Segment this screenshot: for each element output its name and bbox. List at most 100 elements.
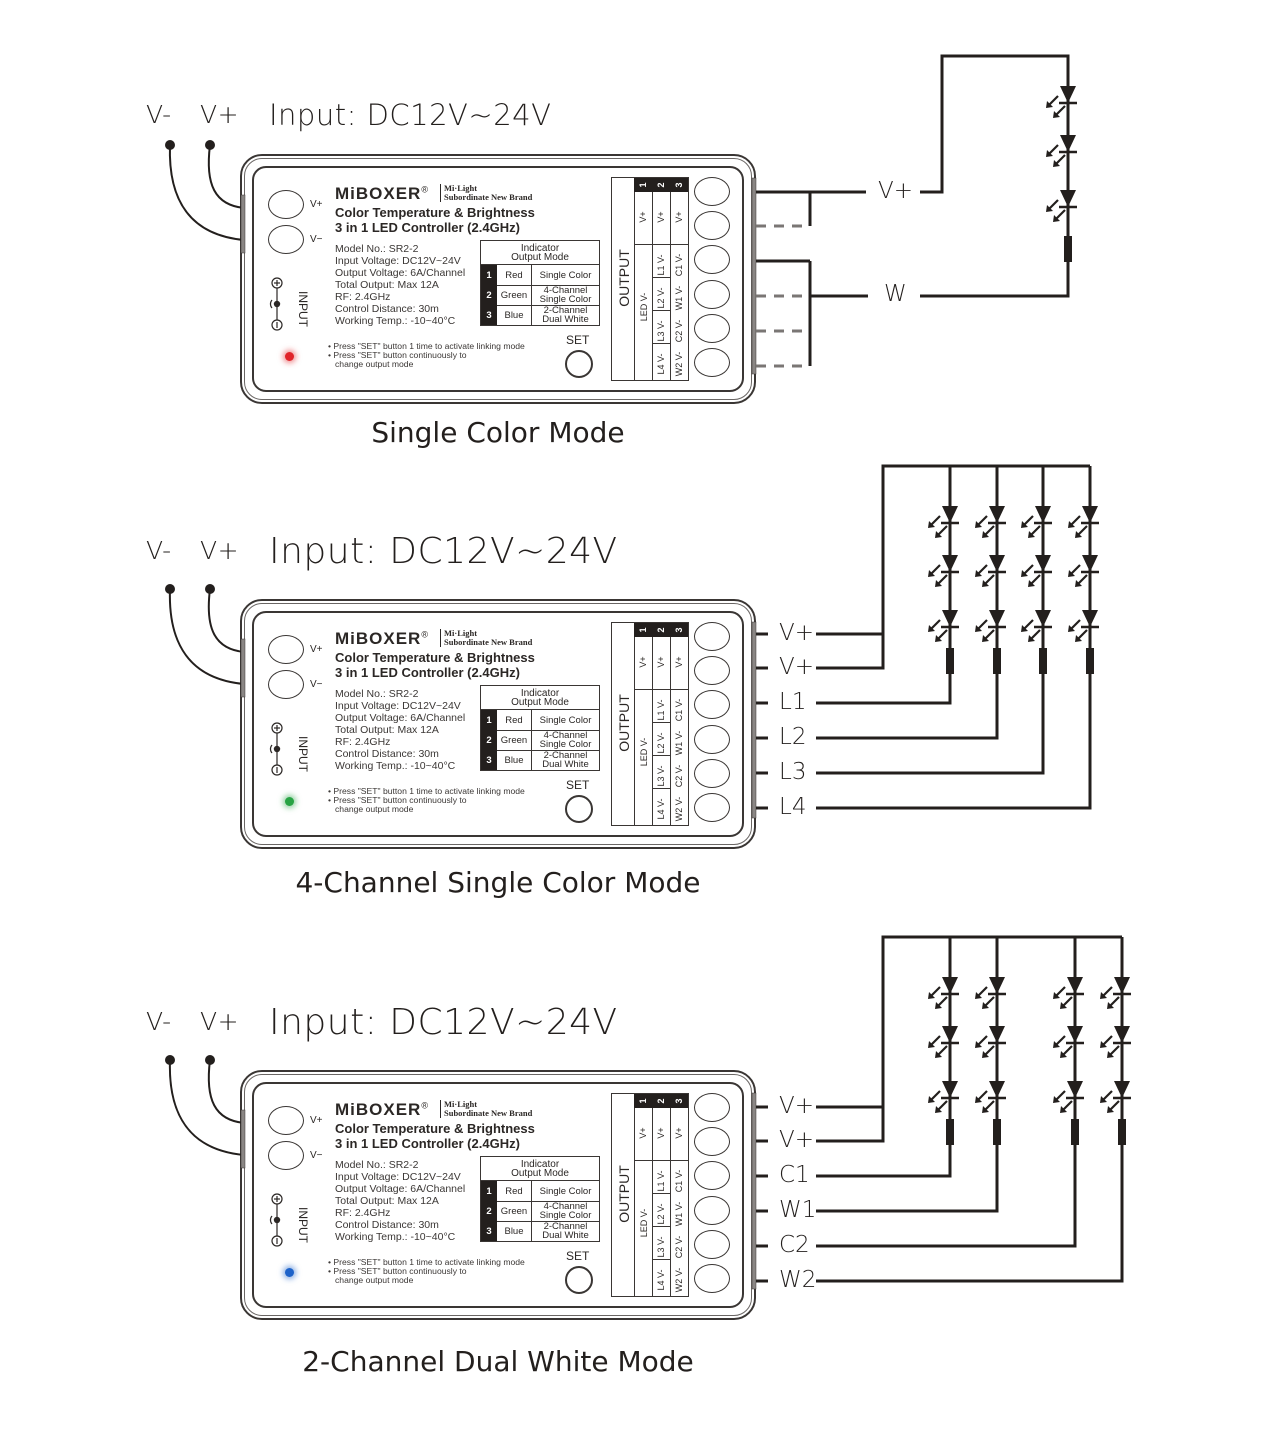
controller-shell-line — [244, 158, 752, 400]
spec-list: Model No.: SR2-2 Input Voltage: DC12V~24… — [335, 688, 465, 772]
light-emission-arrowhead — [1053, 1041, 1060, 1048]
light-emission-arrow-icon — [1102, 1035, 1113, 1046]
light-emission-arrowhead — [1100, 1041, 1107, 1048]
light-emission-arrowhead — [1075, 531, 1082, 538]
table-rule — [670, 1108, 671, 1296]
set-button[interactable] — [565, 795, 593, 823]
brand-name: MiBOXER — [335, 184, 422, 203]
light-emission-arrow-icon — [1070, 619, 1081, 630]
input-connector-strip — [240, 638, 246, 698]
indicator-table: Indicator Output Mode 1 Red Single Color… — [480, 685, 600, 771]
spec-control-distance: Control Distance: 30m — [335, 1219, 439, 1231]
light-emission-arrowhead — [1107, 1106, 1114, 1113]
light-emission-arrow-icon — [1077, 525, 1088, 536]
led-diode-icon — [1114, 977, 1130, 994]
input-terminal-vplus-label: V+ — [310, 199, 323, 210]
led-diode-icon — [942, 1081, 958, 1098]
input-terminal-vminus-label: V− — [310, 679, 323, 690]
resistor-icon — [993, 1119, 1001, 1145]
spec-output-voltage: Output Voltage: 6A/Channel — [335, 267, 466, 279]
output-table: OUTPUT 1 2 3 V+ V+ V+ LED V- L1 V- L2 V-… — [611, 1093, 689, 1297]
light-emission-arrowhead — [928, 570, 935, 577]
wire-label-c1: C1 — [779, 1162, 810, 1188]
table-rule — [497, 730, 599, 731]
sub-brand-line1: Mi·Light — [444, 1099, 478, 1109]
table-rule — [634, 1160, 688, 1161]
led-diode-icon — [1114, 1026, 1130, 1043]
product-title-line2: 3 in 1 LED Controller (2.4GHz) — [335, 1136, 520, 1151]
wire-label-w1: W1 — [779, 1197, 817, 1223]
table-rule — [652, 310, 670, 311]
light-emission-arrow-icon — [1055, 209, 1066, 220]
wire-label-w: W — [884, 281, 907, 307]
vplus-bus-wire — [816, 464, 1090, 636]
set-button[interactable] — [565, 1266, 593, 1294]
indicator-row-2-mode-line2: Single Color — [539, 294, 592, 305]
led-diode-icon — [1067, 977, 1083, 994]
indicator-row-3-num: 3 — [481, 750, 497, 770]
table-rule — [652, 277, 670, 278]
output-col-header-bar — [634, 623, 688, 637]
controller-shell-line — [244, 603, 752, 845]
indicator-header-line1: Indicator — [520, 688, 560, 699]
sub-brand-line2: Subordinate New Brand — [444, 1108, 533, 1118]
wire-label-l3: L3 — [779, 759, 807, 785]
spec-control-distance: Control Distance: 30m — [335, 748, 439, 760]
resistor-icon — [1039, 648, 1047, 674]
table-rule — [634, 1094, 635, 1296]
indicator-row-1-color: Red — [497, 710, 532, 730]
led-diode-icon — [1035, 506, 1051, 523]
light-emission-arrowhead — [1053, 215, 1060, 222]
brand-divider — [440, 184, 441, 202]
light-emission-arrow-icon — [1055, 1035, 1066, 1046]
led-diode-icon — [1082, 610, 1098, 627]
input-terminal-vminus — [268, 670, 304, 699]
led-diode-icon — [1060, 190, 1076, 207]
wire-label-vplus: V+ — [779, 1093, 815, 1119]
spec-model: Model No.: SR2-2 — [335, 243, 419, 255]
wire-label-l1: L1 — [779, 689, 807, 715]
light-emission-arrowhead — [982, 531, 989, 538]
indicator-row-3-mode: 2-Channel Dual White — [532, 1221, 599, 1241]
output-terminal — [694, 1127, 730, 1156]
sub-brand-line1: Mi·Light — [444, 183, 478, 193]
spec-input-voltage: Input Voltage: DC12V~24V — [335, 1171, 461, 1183]
led-diode-icon — [1035, 610, 1051, 627]
input-terminal-vplus — [268, 1106, 304, 1135]
usage-notes: • Press "SET" button 1 time to activate … — [328, 1258, 525, 1285]
note-1: • Press "SET" button 1 time to activate … — [328, 341, 525, 351]
controller-device: V+ V− INPUT MiBOXER® Mi·Light Subordinat… — [240, 154, 756, 404]
product-title: Color Temperature & Brightness 3 in 1 LE… — [335, 650, 535, 680]
spec-list: Model No.: SR2-2 Input Voltage: DC12V~24… — [335, 243, 465, 327]
input-terminal-vplus — [268, 635, 304, 664]
output-table: OUTPUT 1 2 3 V+ V+ V+ LED V- L1 V- L2 V-… — [611, 177, 689, 381]
indicator-row-1-num: 1 — [481, 265, 497, 285]
indicator-row-2-num: 2 — [481, 730, 497, 750]
spec-working-temp: Working Temp.: -10~40°C — [335, 315, 456, 327]
indicator-row-2-mode: 4-Channel Single Color — [532, 730, 599, 750]
light-emission-arrow-icon — [937, 525, 948, 536]
table-rule — [652, 788, 670, 789]
sub-brand-line1: Mi·Light — [444, 628, 478, 638]
led-diode-icon — [989, 506, 1005, 523]
light-emission-arrowhead — [928, 625, 935, 632]
brand-logo: MiBOXER® — [335, 1100, 429, 1120]
set-label: SET — [566, 1249, 590, 1263]
light-emission-arrow-icon — [977, 619, 988, 630]
indicator-table: Indicator Output Mode 1 Red Single Color… — [480, 240, 600, 326]
controller-device: V+ V− INPUT MiBOXER® Mi·Light Subordinat… — [240, 1070, 756, 1320]
light-emission-arrowhead — [1068, 521, 1075, 528]
light-emission-arrowhead — [1100, 1096, 1107, 1103]
input-vminus-label: V- — [146, 100, 172, 129]
indicator-row-2-color: Green — [497, 730, 532, 750]
resistor-icon — [946, 1119, 954, 1145]
spec-total-output: Total Output: Max 12A — [335, 1195, 439, 1207]
mode-indicator-led — [285, 352, 294, 361]
resistor-icon — [993, 648, 1001, 674]
spec-rf: RF: 2.4GHz — [335, 736, 391, 748]
led-diode-icon — [989, 1026, 1005, 1043]
light-emission-arrowhead — [1021, 625, 1028, 632]
set-button[interactable] — [565, 350, 593, 378]
led-diode-icon — [1114, 1081, 1130, 1098]
sub-brand-line2: Subordinate New Brand — [444, 637, 533, 647]
